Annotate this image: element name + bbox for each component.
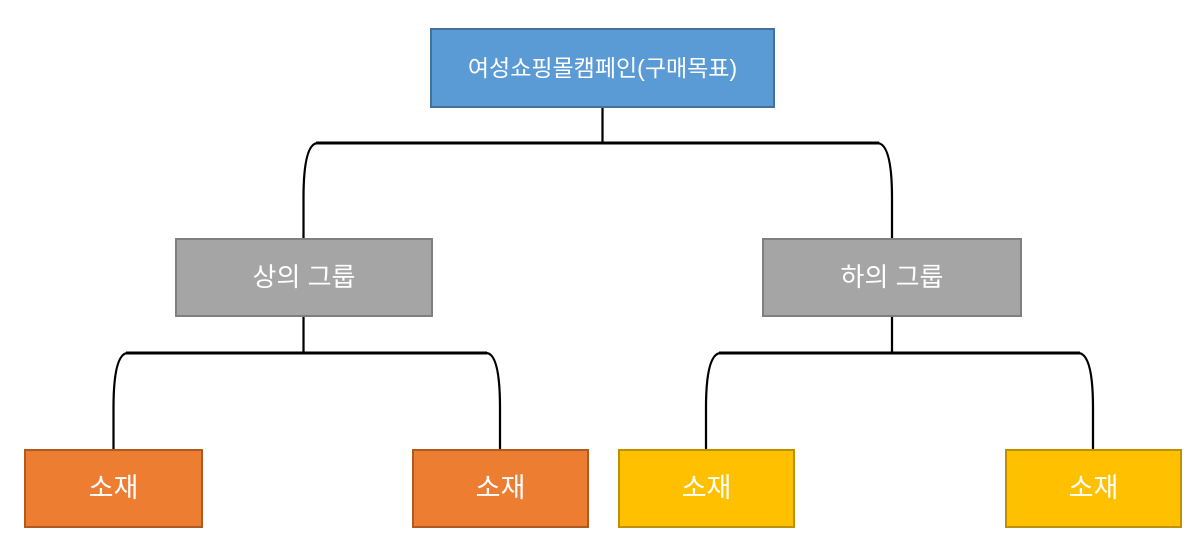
connector-root-to-group-left xyxy=(302,141,319,238)
root-node-label: 여성쇼핑몰캠페인(구매목표) xyxy=(467,54,738,81)
root-node-campaign: 여성쇼핑몰캠페인(구매목표) xyxy=(430,28,775,108)
leaf-node-label: 소재 xyxy=(681,472,732,503)
leaf-node-creative-1: 소재 xyxy=(24,449,203,528)
leaf-node-creative-3: 소재 xyxy=(618,449,795,528)
group-node-label: 상의 그룹 xyxy=(252,261,356,292)
group-node-bottoms: 하의 그룹 xyxy=(762,238,1022,317)
connector-group-right-to-leaf-4 xyxy=(1077,351,1095,449)
leaf-node-label: 소재 xyxy=(88,472,139,503)
leaf-node-creative-4: 소재 xyxy=(1005,449,1182,528)
connector-root-to-group-right xyxy=(876,141,894,238)
leaf-node-label: 소재 xyxy=(475,472,526,503)
connector-group-left-to-leaf-2 xyxy=(485,351,502,449)
connector-group-left-to-leaf-1 xyxy=(112,351,129,449)
leaf-node-creative-2: 소재 xyxy=(412,449,589,528)
leaf-node-label: 소재 xyxy=(1068,472,1119,503)
group-node-label: 하의 그룹 xyxy=(840,261,944,292)
group-node-tops: 상의 그룹 xyxy=(175,238,433,317)
connector-group-right-to-leaf-3 xyxy=(704,351,722,449)
